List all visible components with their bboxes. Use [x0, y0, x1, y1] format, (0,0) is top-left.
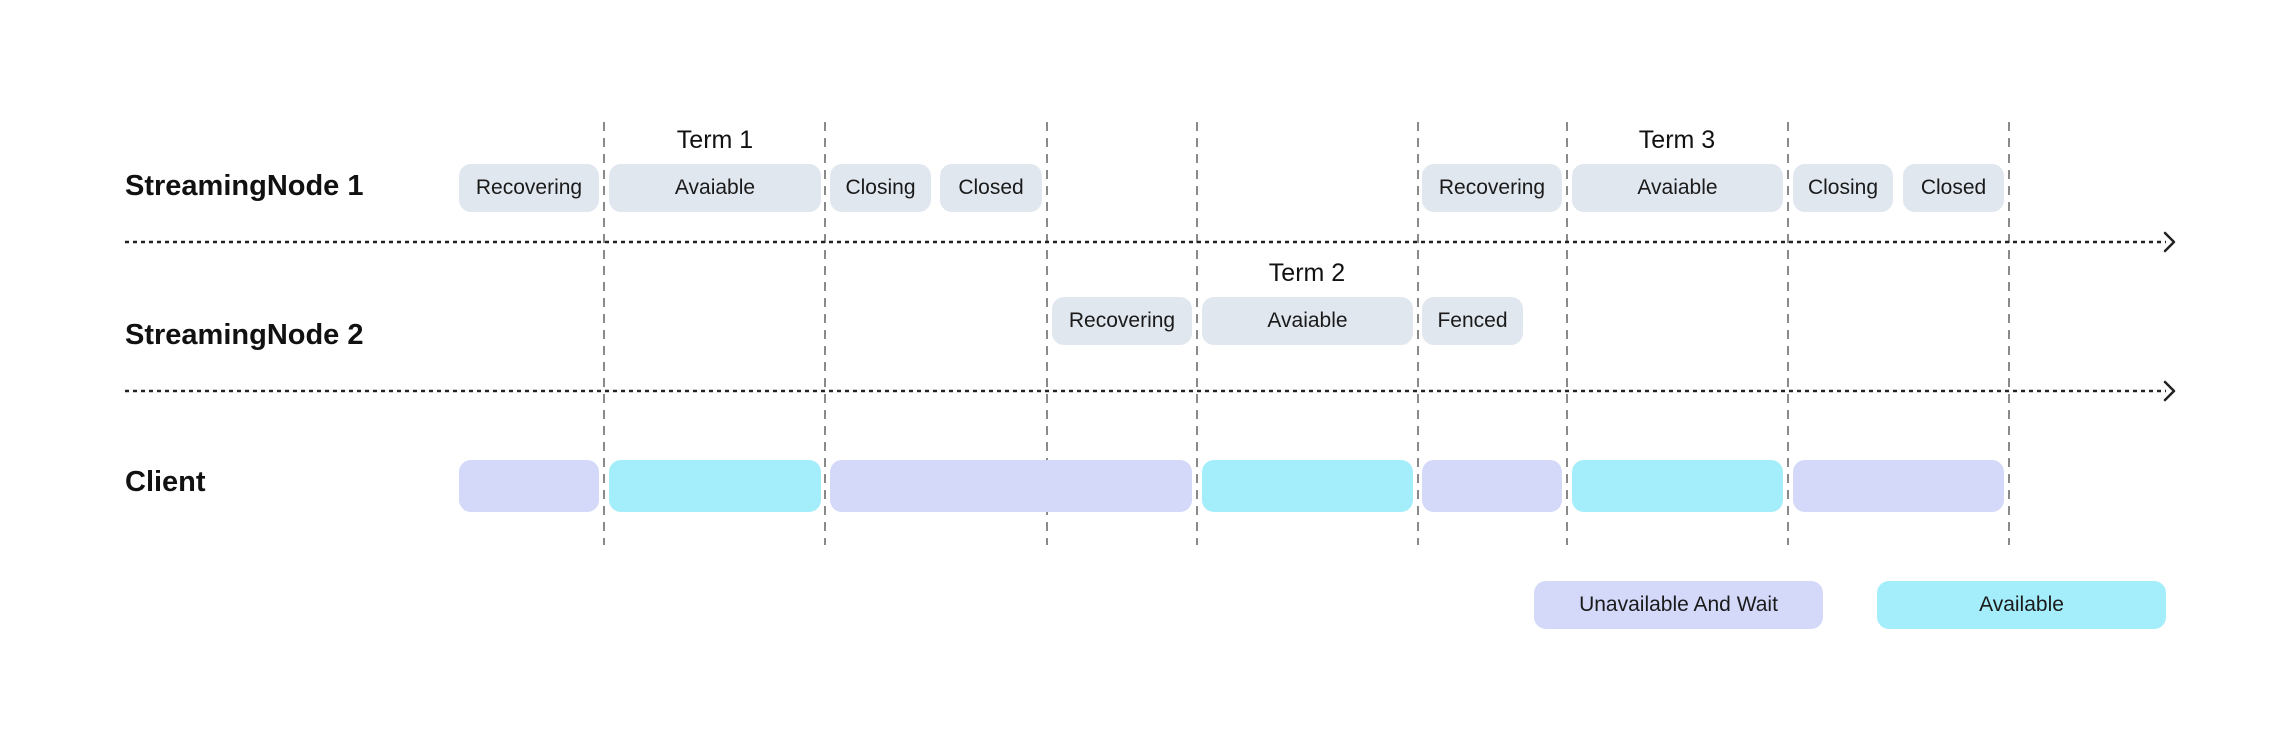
- client-bar-unavailable-wait: [1422, 460, 1562, 512]
- node1-state-available: Avaiable: [609, 164, 821, 212]
- node2-state-fenced: Fenced: [1422, 297, 1523, 345]
- term-label-3: Term 3: [1638, 126, 1716, 154]
- node1-state-recovering: Recovering: [1422, 164, 1562, 212]
- node1-state-available: Avaiable: [1572, 164, 1783, 212]
- client-bar-unavailable-wait: [1793, 460, 2004, 512]
- row-label-streamingnode-2: StreamingNode 2: [125, 319, 364, 351]
- row-label-streamingnode-1: StreamingNode 1: [125, 170, 364, 202]
- term-label-1: Term 1: [676, 126, 754, 154]
- node1-state-closed: Closed: [1903, 164, 2004, 212]
- node2-state-recovering: Recovering: [1052, 297, 1192, 345]
- node1-state-closing: Closing: [1793, 164, 1893, 212]
- client-bar-unavailable-wait: [830, 460, 1192, 512]
- node1-state-recovering: Recovering: [459, 164, 599, 212]
- term-label-2: Term 2: [1268, 259, 1346, 287]
- legend-unavailable-and-wait: Unavailable And Wait: [1534, 581, 1823, 629]
- node2-state-available: Avaiable: [1202, 297, 1413, 345]
- client-bar-available: [1202, 460, 1413, 512]
- arrow-head-node1: [2163, 231, 2176, 253]
- node1-state-closed: Closed: [940, 164, 1042, 212]
- legend-available: Available: [1877, 581, 2166, 629]
- row-label-client: Client: [125, 466, 206, 498]
- arrow-head-node2: [2163, 380, 2176, 402]
- client-bar-unavailable-wait: [459, 460, 599, 512]
- node1-state-closing: Closing: [830, 164, 931, 212]
- client-bar-available: [1572, 460, 1783, 512]
- client-bar-available: [609, 460, 821, 512]
